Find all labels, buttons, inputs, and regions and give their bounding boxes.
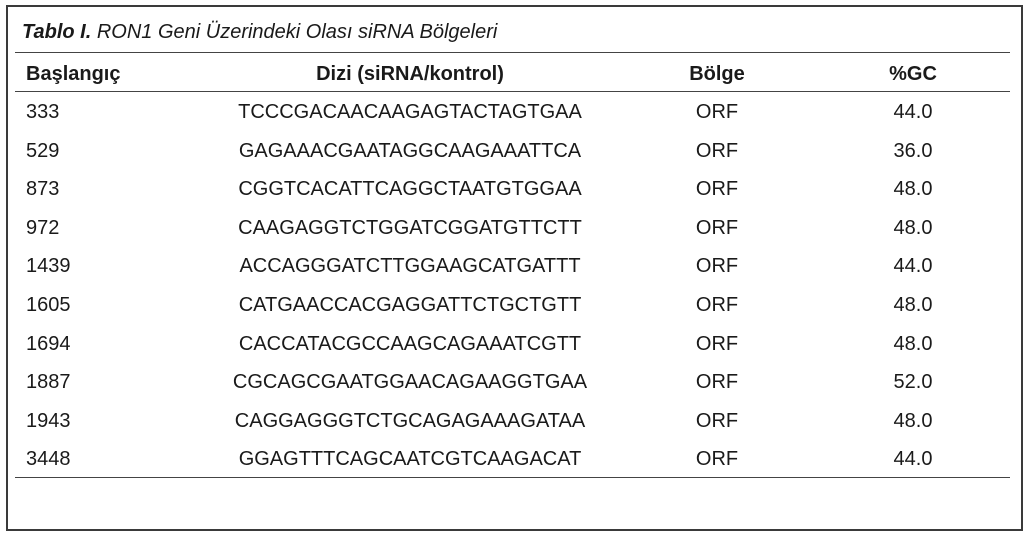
cell-start: 3448 — [26, 448, 71, 471]
cell-start: 1887 — [26, 371, 71, 394]
header-sequence: Dizi (siRNA/kontrol) — [316, 63, 504, 85]
caption-label: Tablo I. — [22, 21, 92, 43]
cell-start: 333 — [26, 101, 60, 123]
cell-sequence: GGAGTTTCAGCAATCGTCAAGACAT — [238, 448, 582, 471]
table-caption: Tablo I. RON1 Geni Üzerindeki Olası siRN… — [22, 21, 497, 44]
cell-sequence: CACCATACGCCAAGCAGAAATCGTT — [238, 332, 582, 355]
cell-region: ORF — [695, 178, 739, 201]
cell-region: ORF — [695, 332, 739, 355]
cell-gc: 52.0 — [893, 371, 933, 394]
table-row: 873 CGGTCACATTCAGGCTAATGTGGAA ORF 48.0 — [15, 170, 1010, 208]
cell-start: 873 — [26, 178, 60, 201]
cell-gc: 48.0 — [893, 294, 933, 316]
cell-sequence: CATGAACCACGAGGATTCTGCTGTT — [238, 294, 582, 316]
cell-sequence: CAAGAGGTCTGGATCGGATGTTCTT — [238, 216, 582, 239]
cell-region: ORF — [695, 294, 739, 316]
table-row: 972 CAAGAGGTCTGGATCGGATGTTCTT ORF 48.0 — [15, 209, 1010, 247]
cell-start: 1439 — [26, 255, 71, 278]
header-start: Başlangıç — [26, 63, 121, 85]
cell-start: 529 — [26, 139, 60, 162]
cell-gc: 48.0 — [893, 216, 933, 239]
cell-sequence: TCCCGACAACAAGAGTACTAGTGAA — [238, 101, 582, 123]
cell-sequence: CAGGAGGGTCTGCAGAGAAAGATAA — [234, 409, 586, 432]
cell-region: ORF — [695, 448, 739, 471]
caption-text: RON1 Geni Üzerindeki Olası siRNA Bölgele… — [96, 21, 498, 43]
cell-region: ORF — [695, 216, 739, 239]
cell-region: ORF — [695, 409, 739, 432]
cell-sequence: GAGAAACGAATAGGCAAGAAATTCA — [238, 139, 582, 162]
header-rule — [15, 91, 1010, 92]
table-frame — [6, 5, 1023, 531]
table-row: 1943 CAGGAGGGTCTGCAGAGAAAGATAA ORF 48.0 — [15, 402, 1010, 440]
header-gc: %GC — [889, 63, 937, 85]
header-row: Başlangıç Dizi (siRNA/kontrol) Bölge %GC — [15, 55, 1010, 93]
cell-start: 1943 — [26, 409, 71, 432]
cell-region: ORF — [695, 371, 739, 394]
cell-start: 1605 — [26, 294, 71, 316]
table-row: 333 TCCCGACAACAAGAGTACTAGTGAA ORF 44.0 — [15, 93, 1010, 131]
cell-start: 1694 — [26, 332, 71, 355]
cell-gc: 48.0 — [893, 332, 933, 355]
top-rule — [15, 52, 1010, 53]
cell-sequence: CGGTCACATTCAGGCTAATGTGGAA — [238, 178, 582, 201]
cell-sequence: ACCAGGGATCTTGGAAGCATGATTT — [239, 255, 581, 278]
cell-sequence: CGCAGCGAATGGAACAGAAGGTGAA — [232, 371, 588, 394]
table-row: 1439 ACCAGGGATCTTGGAAGCATGATTT ORF 44.0 — [15, 247, 1010, 285]
cell-region: ORF — [695, 101, 739, 123]
table-row: 1694 CACCATACGCCAAGCAGAAATCGTT ORF 48.0 — [15, 325, 1010, 363]
cell-gc: 36.0 — [893, 139, 933, 162]
table-row: 3448 GGAGTTTCAGCAATCGTCAAGACAT ORF 44.0 — [15, 440, 1010, 478]
cell-gc: 48.0 — [893, 409, 933, 432]
cell-region: ORF — [695, 139, 739, 162]
bottom-rule — [15, 477, 1010, 478]
table-row: 1605 CATGAACCACGAGGATTCTGCTGTT ORF 48.0 — [15, 286, 1010, 324]
cell-start: 972 — [26, 216, 60, 239]
table-row: 1887 CGCAGCGAATGGAACAGAAGGTGAA ORF 52.0 — [15, 363, 1010, 401]
cell-gc: 44.0 — [893, 101, 933, 123]
cell-gc: 44.0 — [893, 255, 933, 278]
table-row: 529 GAGAAACGAATAGGCAAGAAATTCA ORF 36.0 — [15, 132, 1010, 170]
cell-gc: 44.0 — [893, 448, 933, 471]
cell-region: ORF — [695, 255, 739, 278]
header-region: Bölge — [689, 63, 745, 85]
cell-gc: 48.0 — [893, 178, 933, 201]
